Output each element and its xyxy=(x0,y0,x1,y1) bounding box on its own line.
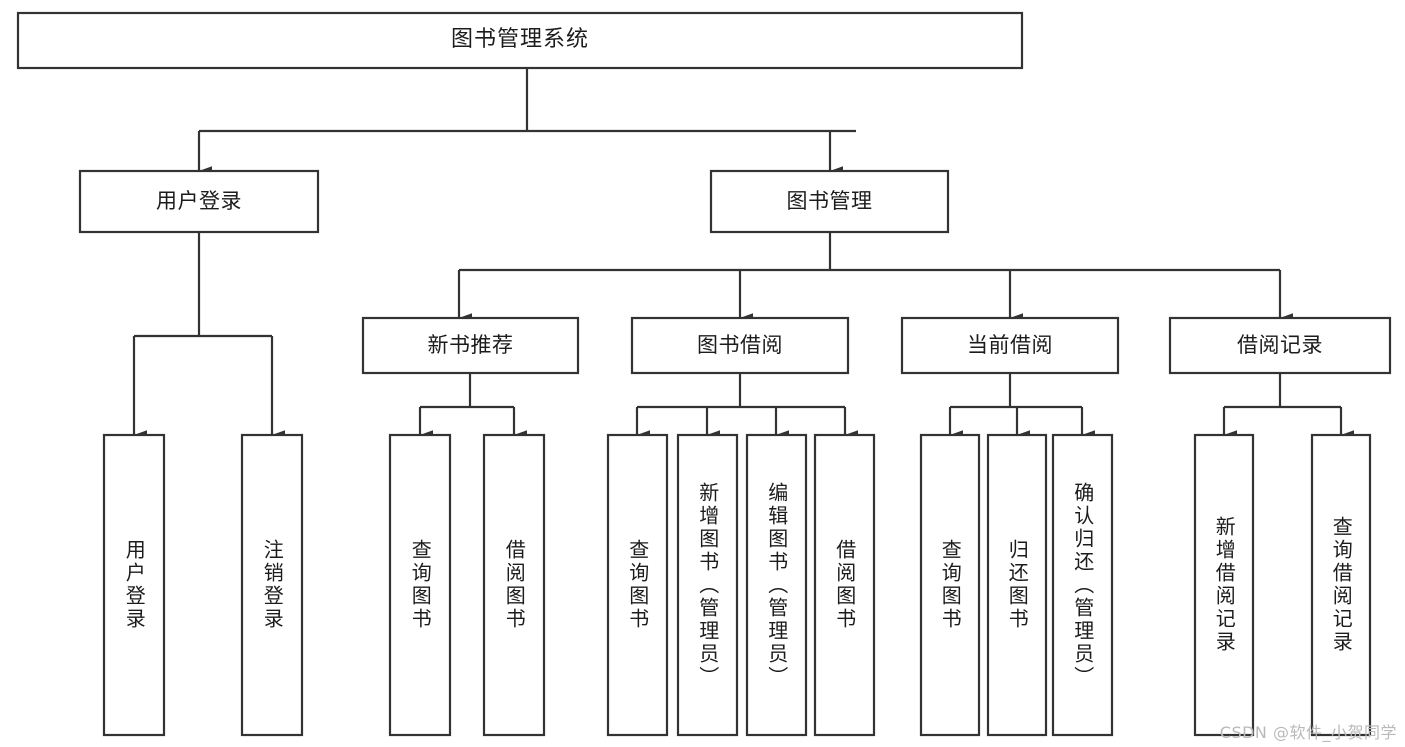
connector-borrow-record-to-leaves xyxy=(1222,373,1355,440)
node-box-leaf-query-book-3[interactable] xyxy=(919,433,981,737)
node-box-leaf-borrow-book-2[interactable] xyxy=(813,433,876,737)
connector-new-book-rec-to-leaves xyxy=(418,373,528,440)
node-box-user-login[interactable] xyxy=(78,169,320,234)
node-box-leaf-query-book-1[interactable] xyxy=(388,433,452,737)
node-box-borrow-record[interactable] xyxy=(1168,316,1392,375)
node-box-book-manage[interactable] xyxy=(709,169,950,234)
node-box-leaf-query-record[interactable] xyxy=(1310,433,1372,737)
node-box-book-borrow[interactable] xyxy=(630,316,850,375)
node-box-leaf-add-book[interactable] xyxy=(676,433,739,737)
node-box-leaf-user-logout[interactable] xyxy=(240,433,304,737)
connector-root-to-level2 xyxy=(197,68,856,176)
node-box-new-book-rec[interactable] xyxy=(361,316,580,375)
connector-user-login-to-leaves xyxy=(132,232,286,440)
node-box-current-borrow[interactable] xyxy=(900,316,1120,375)
node-box-leaf-query-book-2[interactable] xyxy=(606,433,669,737)
connector-current-borrow-to-leaves xyxy=(948,373,1096,440)
node-box-leaf-borrow-book-1[interactable] xyxy=(482,433,546,737)
node-box-leaf-return-book[interactable] xyxy=(986,433,1048,737)
node-box-leaf-add-record[interactable] xyxy=(1193,433,1255,737)
node-box-root[interactable] xyxy=(16,11,1024,70)
node-box-leaf-edit-book[interactable] xyxy=(745,433,808,737)
connector-book-manage-to-level3 xyxy=(457,232,1294,323)
node-box-leaf-user-login[interactable] xyxy=(102,433,166,737)
connector-book-borrow-to-leaves xyxy=(635,373,859,440)
watermark-text: CSDN @软件_小贺同学 xyxy=(1219,723,1397,742)
node-box-leaf-confirm-return[interactable] xyxy=(1051,433,1114,737)
